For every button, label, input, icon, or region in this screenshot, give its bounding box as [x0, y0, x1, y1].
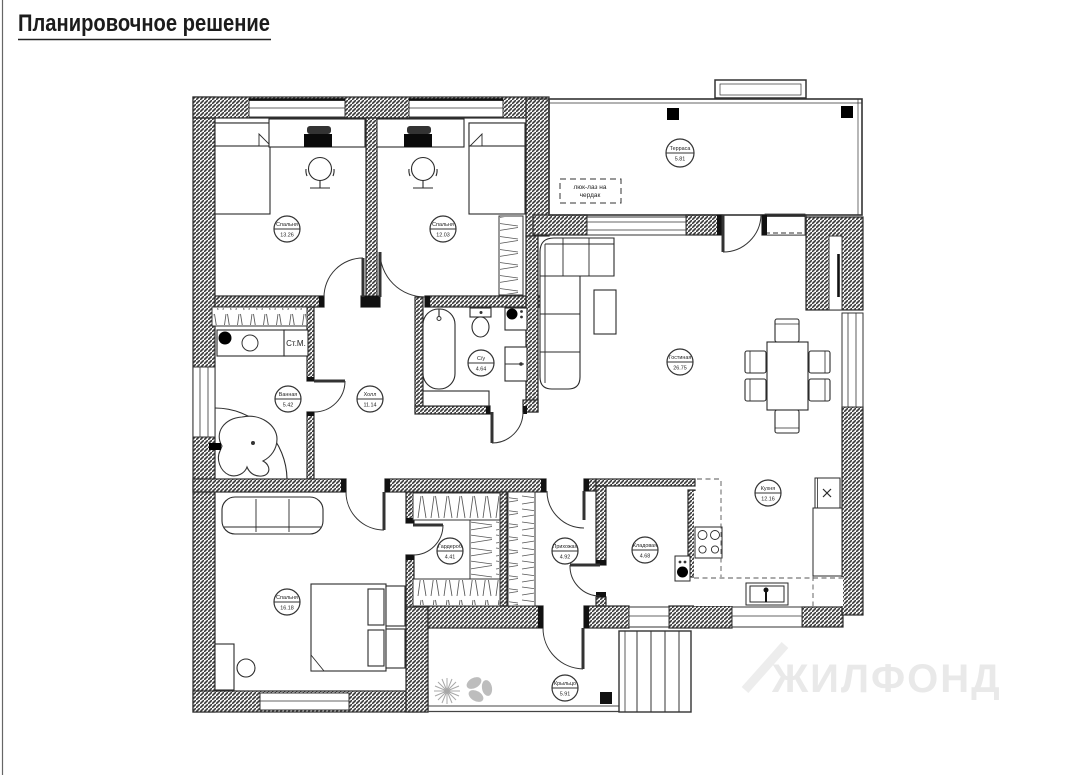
svg-text:4.92: 4.92	[560, 555, 571, 561]
svg-text:Холл: Холл	[364, 392, 377, 398]
svg-text:Крыльцо: Крыльцо	[554, 681, 576, 687]
svg-text:12.03: 12.03	[436, 233, 450, 239]
svg-text:12.16: 12.16	[761, 497, 775, 503]
svg-text:4.41: 4.41	[445, 555, 456, 561]
svg-text:Спальня: Спальня	[432, 222, 454, 228]
svg-text:5.91: 5.91	[560, 692, 571, 698]
svg-text:Ст.М.: Ст.М.	[286, 339, 306, 348]
svg-text:13.26: 13.26	[280, 233, 294, 239]
svg-text:Спальня: Спальня	[276, 595, 298, 601]
svg-text:ЖИЛФОНД: ЖИЛФОНД	[771, 657, 1002, 701]
svg-text:чердак: чердак	[580, 192, 601, 199]
svg-text:26.75: 26.75	[673, 366, 687, 372]
svg-text:4.64: 4.64	[476, 367, 487, 373]
svg-text:5.42: 5.42	[283, 403, 294, 409]
svg-text:11.14: 11.14	[363, 403, 376, 409]
svg-text:С/у: С/у	[477, 356, 485, 362]
svg-text:люк-лаз на: люк-лаз на	[573, 184, 606, 191]
svg-text:Спальня: Спальня	[276, 222, 298, 228]
svg-text:4.68: 4.68	[640, 554, 651, 560]
svg-text:Ванная: Ванная	[279, 392, 298, 398]
svg-text:Гостиная: Гостиная	[669, 355, 692, 361]
svg-text:Терраса: Терраса	[670, 146, 691, 152]
svg-text:5.81: 5.81	[675, 157, 686, 163]
svg-text:Кладовая: Кладовая	[633, 543, 657, 549]
svg-text:16.18: 16.18	[280, 606, 294, 612]
svg-text:Гардероб: Гардероб	[438, 544, 462, 550]
svg-text:Кухня: Кухня	[761, 486, 776, 492]
svg-text:Планировочное решение: Планировочное решение	[18, 10, 270, 37]
svg-text:Прихожая: Прихожая	[553, 544, 578, 550]
